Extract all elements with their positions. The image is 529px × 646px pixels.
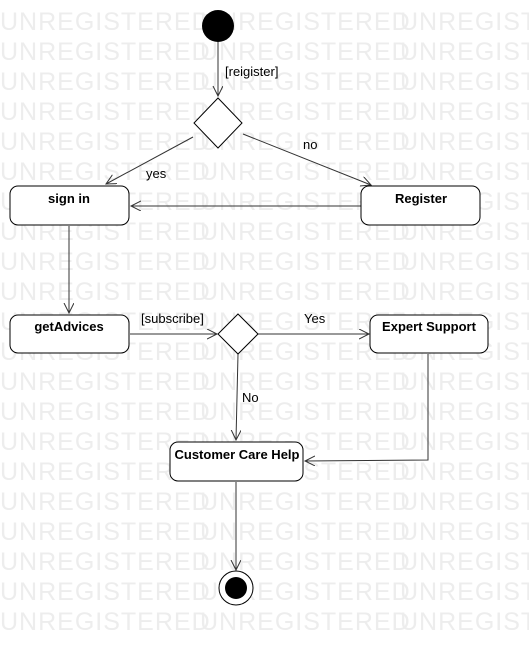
watermark-text: UNREGISTERED — [200, 158, 411, 186]
watermark-text: UNREGISTERED — [0, 38, 211, 66]
watermark-text: UNREGISTERED — [400, 128, 529, 156]
watermark-text: UNREGISTERED — [400, 608, 529, 636]
sign-in-label: sign in — [48, 191, 90, 206]
watermark-text: UNREGISTERED — [200, 368, 411, 396]
watermark-text: UNREGISTERED — [400, 38, 529, 66]
watermark-text: UNREGISTERED — [0, 578, 211, 606]
watermark: UNREGISTEREDUNREGISTEREDUNREGISTEREDUNRE… — [0, 8, 529, 636]
watermark-text: UNREGISTERED — [400, 8, 529, 36]
watermark-text: UNREGISTERED — [200, 518, 411, 546]
watermark-text: UNREGISTERED — [200, 608, 411, 636]
register-node — [360, 185, 481, 226]
watermark-text: UNREGISTERED — [0, 608, 211, 636]
edge-decision-no-to-customer-care — [236, 353, 238, 440]
watermark-text: UNREGISTERED — [400, 548, 529, 576]
watermark-text: UNREGISTERED — [0, 158, 211, 186]
customer-care-help-label: Customer Care Help — [175, 447, 300, 462]
watermark-text: UNREGISTERED — [0, 128, 211, 156]
watermark-text: UNREGISTERED — [200, 128, 411, 156]
watermark-text: UNREGISTERED — [200, 68, 411, 96]
watermark-text: UNREGISTERED — [400, 488, 529, 516]
register-label: Register — [395, 191, 447, 206]
watermark-text: UNREGISTERED — [200, 398, 411, 426]
edge-label-no-customer-care: No — [242, 390, 259, 405]
edge-label-yes-expert: Yes — [304, 311, 326, 326]
edge-label-reigister: [reigister] — [225, 64, 278, 79]
expert-support-node — [369, 314, 489, 354]
watermark-text: UNREGISTERED — [400, 68, 529, 96]
customer-care-help-node — [169, 441, 304, 482]
watermark-text: UNREGISTERED — [400, 98, 529, 126]
edge-label-no-register: no — [303, 137, 317, 152]
watermark-text: UNREGISTERED — [400, 458, 529, 486]
watermark-text: UNREGISTERED — [0, 248, 211, 276]
watermark-text: UNREGISTERED — [400, 158, 529, 186]
watermark-text: UNREGISTERED — [0, 518, 211, 546]
watermark-text: UNREGISTERED — [400, 368, 529, 396]
edge-label-yes-sign-in: yes — [146, 166, 167, 181]
watermark-text: UNREGISTERED — [200, 8, 411, 36]
watermark-text: UNREGISTERED — [0, 488, 211, 516]
watermark-text: UNREGISTERED — [0, 68, 211, 96]
watermark-text: UNREGISTERED — [0, 98, 211, 126]
get-advices-label: getAdvices — [34, 319, 103, 334]
watermark-text: UNREGISTERED — [400, 518, 529, 546]
get-advices-node — [9, 314, 130, 354]
edge-expert-support-to-customer-care — [305, 354, 429, 461]
watermark-text: UNREGISTERED — [0, 368, 211, 396]
watermark-text: UNREGISTERED — [200, 38, 411, 66]
expert-support-label: Expert Support — [382, 319, 477, 334]
watermark-text: UNREGISTERED — [400, 398, 529, 426]
watermark-text: UNREGISTERED — [0, 398, 211, 426]
watermark-text: UNREGISTERED — [200, 488, 411, 516]
decision-register-diamond — [193, 97, 243, 149]
watermark-text: UNREGISTERED — [400, 428, 529, 456]
edge-decision-yes-to-sign-in — [106, 136, 194, 184]
initial-node — [202, 10, 234, 42]
edge-label-subscribe: [subscribe] — [141, 311, 204, 326]
watermark-text: UNREGISTERED — [400, 248, 529, 276]
watermark-text: UNREGISTERED — [0, 278, 211, 306]
watermark-text: UNREGISTERED — [200, 278, 411, 306]
final-node-dot — [225, 577, 247, 599]
decision-subscribe-diamond — [217, 313, 259, 355]
watermark-text: UNREGISTERED — [400, 278, 529, 306]
edge-decision-no-to-register — [242, 133, 371, 185]
watermark-text: UNREGISTERED — [400, 578, 529, 606]
sign-in-node — [9, 185, 130, 226]
watermark-text: UNREGISTERED — [0, 8, 211, 36]
watermark-text: UNREGISTERED — [200, 248, 411, 276]
watermark-text: UNREGISTERED — [0, 548, 211, 576]
